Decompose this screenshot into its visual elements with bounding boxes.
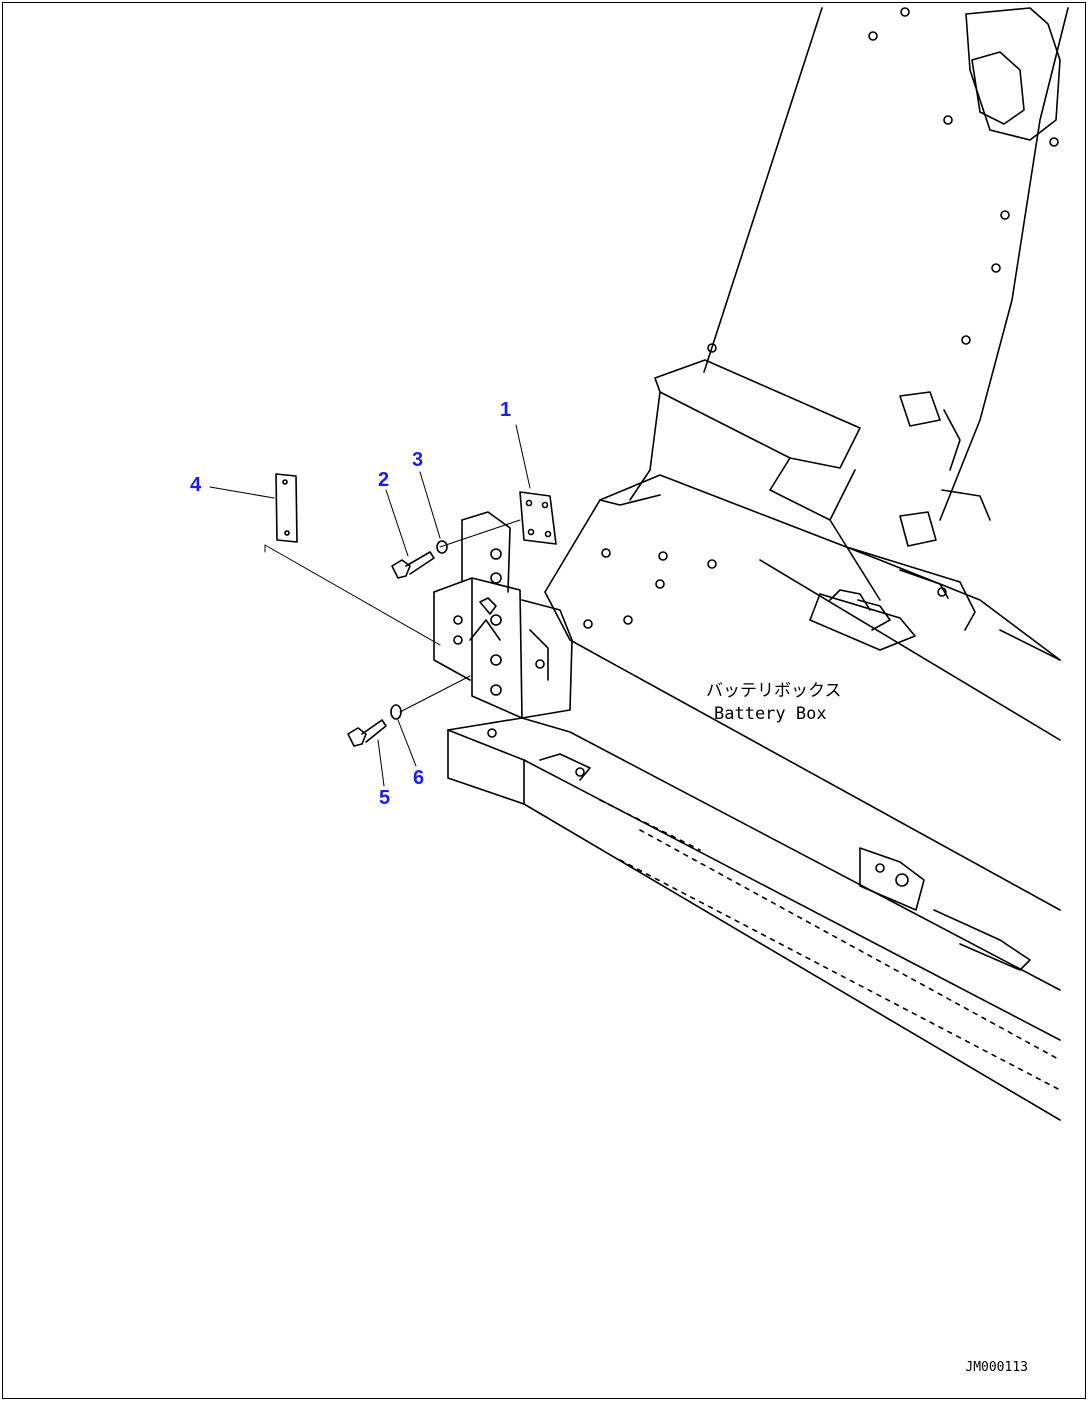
callout-6: 6 — [413, 767, 425, 789]
part-1-cover-plate — [519, 491, 557, 545]
upper-frame-member — [629, 7, 1069, 601]
part-4-shim-plate — [275, 473, 298, 543]
callout-2: 2 — [378, 469, 390, 491]
part-2-bolt — [391, 551, 435, 579]
callout-3: 3 — [412, 449, 424, 471]
callout-1: 1 — [500, 399, 512, 421]
callout-5: 5 — [379, 787, 391, 809]
part-3-washer — [436, 540, 448, 554]
part-5-bolt — [347, 719, 387, 747]
hinge-assembly — [809, 547, 1061, 661]
callout-4: 4 — [190, 474, 202, 496]
lower-beam — [447, 717, 1061, 1121]
battery-box-label-jp: バッテリボックス — [706, 681, 842, 701]
mount-bracket — [433, 511, 573, 719]
leader-lines — [209, 424, 531, 787]
right-side-brackets — [899, 391, 991, 547]
battery-box-label-en: Battery Box — [714, 704, 827, 724]
drawing-id: JM000113 — [965, 1360, 1028, 1375]
